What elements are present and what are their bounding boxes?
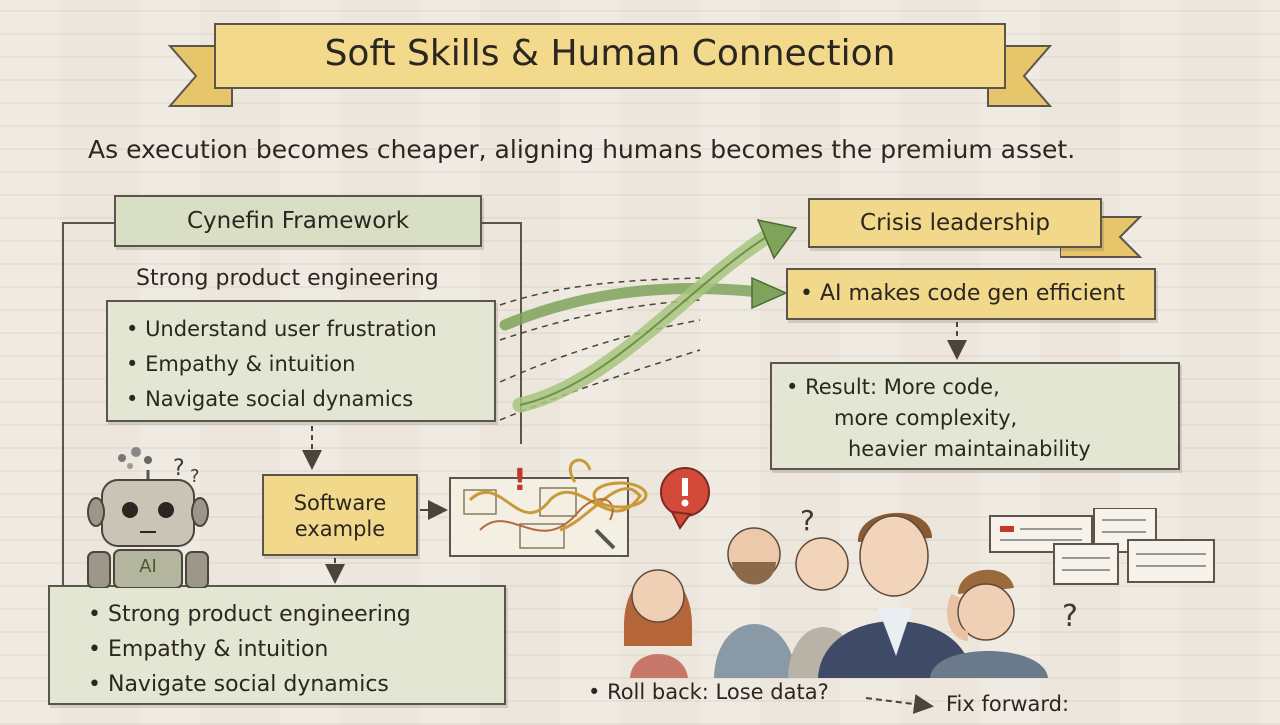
svg-text:!: ! xyxy=(513,463,527,498)
ai-list: AI makes code gen efficient xyxy=(800,270,1154,318)
cynefin-label: Cynefin Framework xyxy=(114,195,482,247)
rollback-text: • Roll back: Lose data? xyxy=(588,680,829,704)
result-line-2: more complexity, xyxy=(834,406,1018,430)
result-line-3: heavier maintainability xyxy=(848,437,1091,461)
robot-icon: ? ? xyxy=(87,447,209,588)
list-item: Strong product engineering xyxy=(88,597,504,632)
frame-left-edge xyxy=(62,440,64,585)
page-title: Soft Skills & Human Connection xyxy=(324,33,896,74)
svg-text:?: ? xyxy=(190,466,200,487)
list-item: Empathy & intuition xyxy=(88,632,504,667)
question-mark-icon: ? xyxy=(1062,599,1078,634)
cynefin-list-box: Understand user frustration Empathy & in… xyxy=(106,300,496,422)
cynefin-list: Understand user frustration Empathy & in… xyxy=(126,312,494,417)
svg-text:?: ? xyxy=(173,456,185,481)
alert-bubble-icon xyxy=(660,467,710,530)
list-item: Understand user frustration xyxy=(126,312,494,347)
bottom-list: Strong product engineering Empathy & int… xyxy=(88,597,504,702)
list-item: Navigate social dynamics xyxy=(126,382,494,417)
bottom-list-box: Strong product engineering Empathy & int… xyxy=(48,585,506,705)
cynefin-heading: Strong product engineering xyxy=(136,266,439,291)
fixforward-text: Fix forward: xyxy=(946,692,1070,716)
people-illustration: ? ? xyxy=(624,504,1078,678)
list-item: AI makes code gen efficient xyxy=(800,270,1154,318)
list-item: Empathy & intuition xyxy=(126,347,494,382)
title-banner xyxy=(167,23,1053,107)
robot-badge: AI xyxy=(139,556,157,577)
page-subtitle: As execution becomes cheaper, aligning h… xyxy=(88,135,1076,164)
result-box: • Result: More code, more complexity, he… xyxy=(770,362,1180,470)
crisis-label: Crisis leadership xyxy=(808,198,1102,248)
question-mark-icon: ? xyxy=(800,504,815,537)
arrow-rollback-fix xyxy=(865,694,934,714)
document-stack-icon xyxy=(989,508,1215,585)
tangled-diagram-icon: ! xyxy=(449,458,648,557)
software-example-box: Software example xyxy=(262,474,418,556)
ai-item-box: AI makes code gen efficient xyxy=(786,268,1156,320)
list-item: Navigate social dynamics xyxy=(88,667,504,702)
green-arrows xyxy=(499,218,798,413)
result-line-1: • Result: More code, xyxy=(786,375,1000,399)
